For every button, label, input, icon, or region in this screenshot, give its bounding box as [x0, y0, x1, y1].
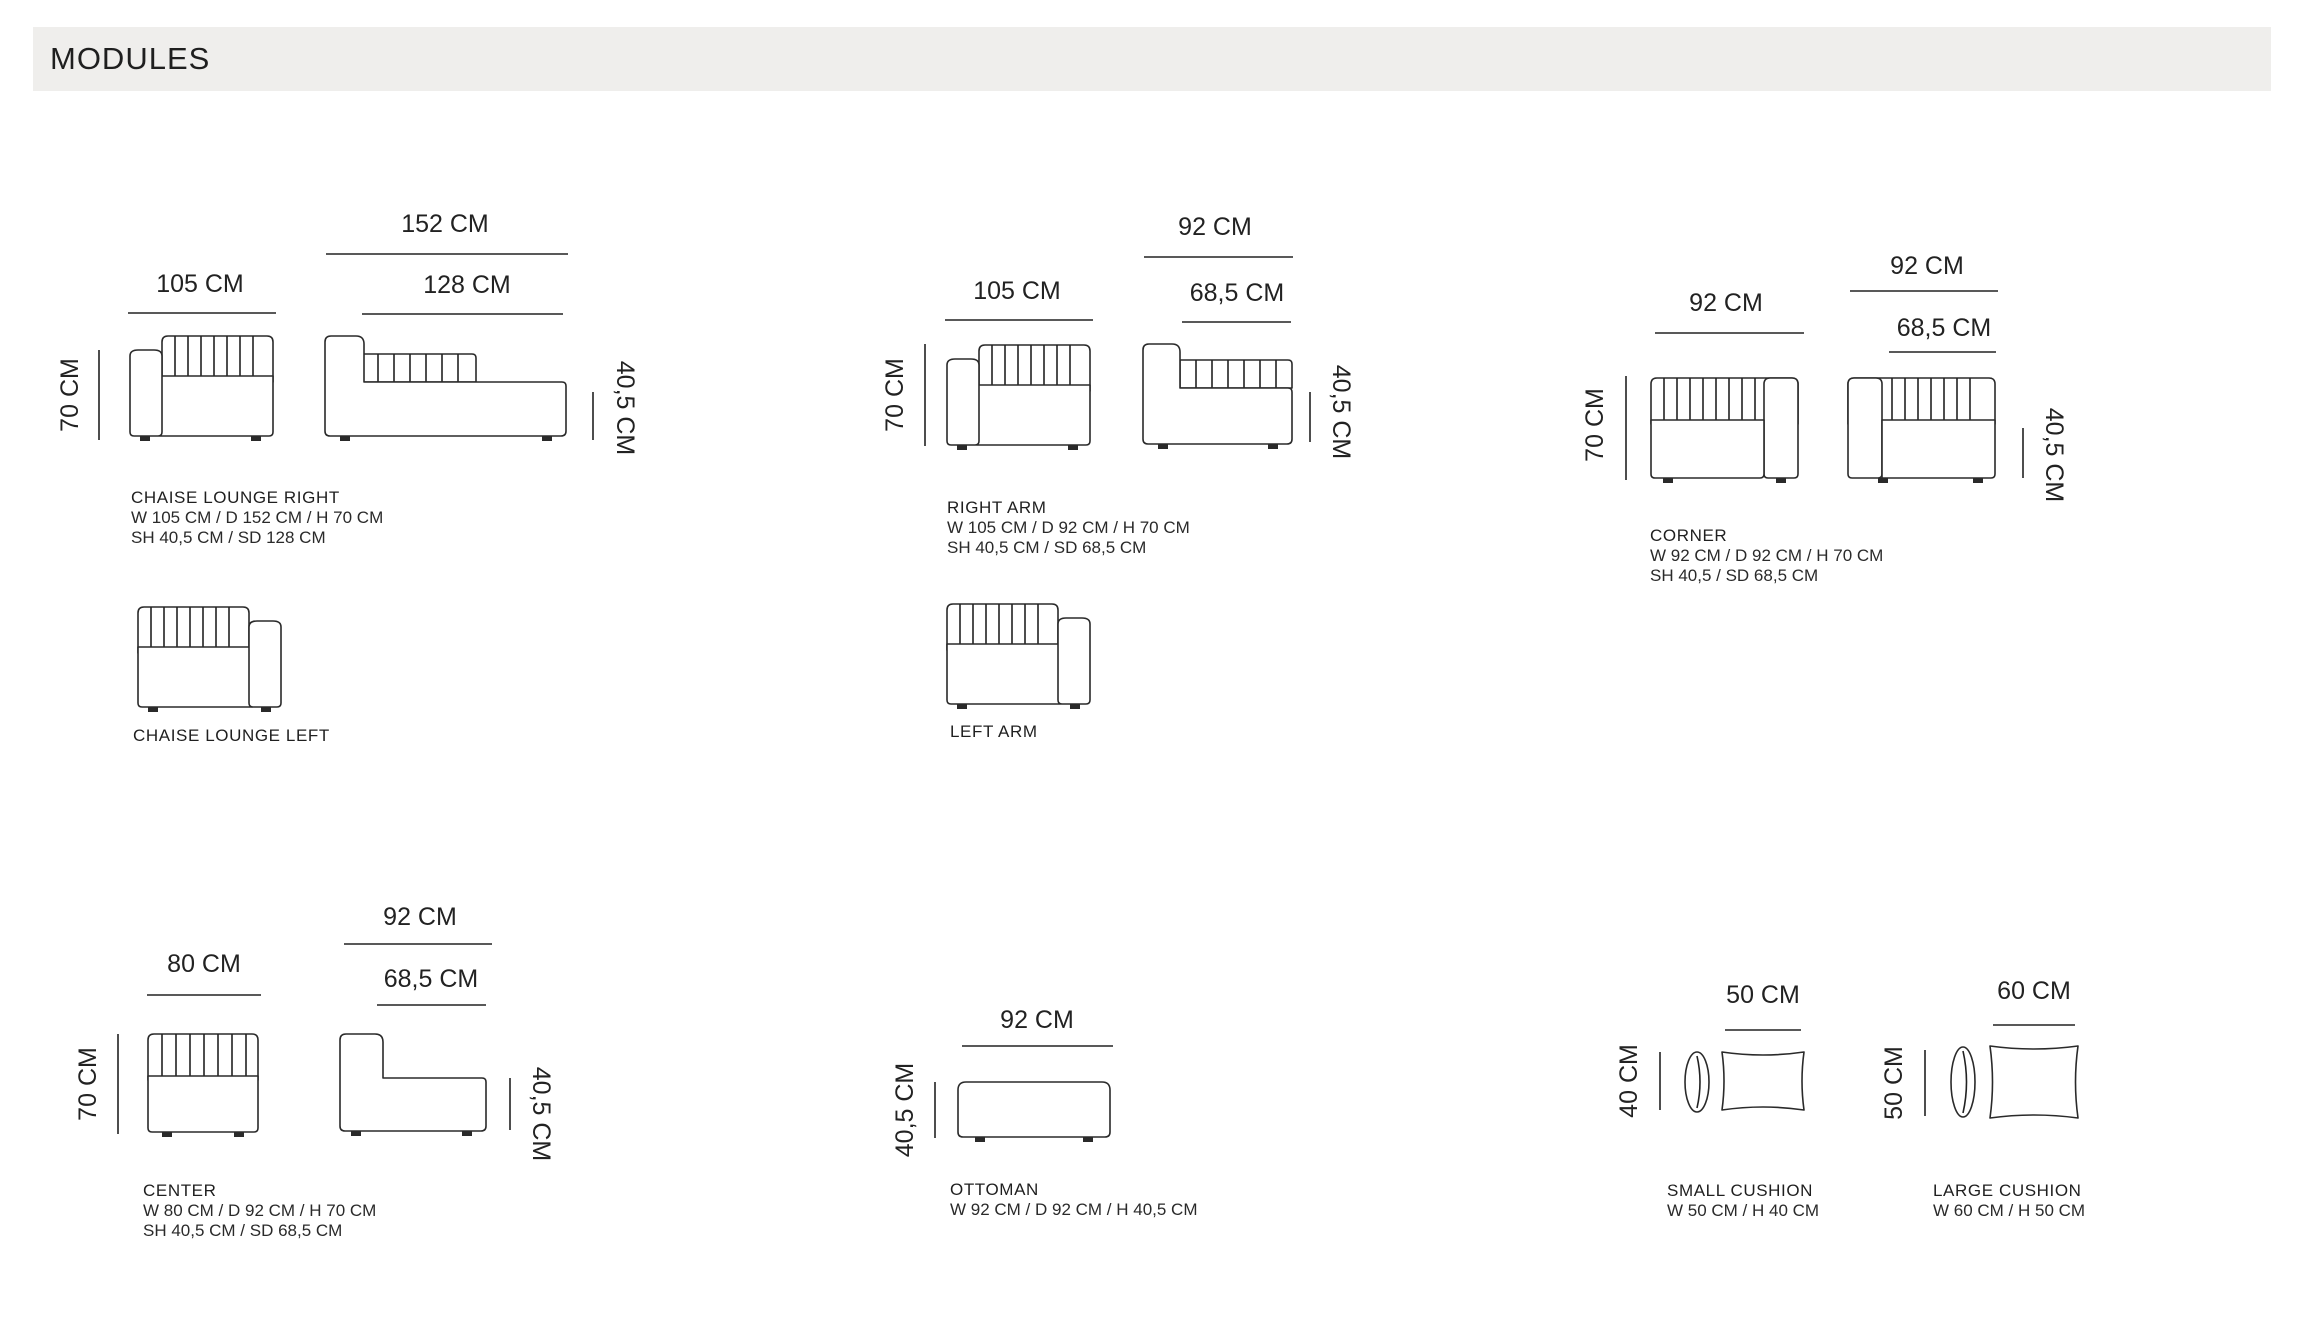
- cushion-front-drawing: [1721, 1051, 1805, 1111]
- front-view-drawing: [957, 1081, 1111, 1142]
- module-title: OTTOMAN: [950, 1180, 1039, 1199]
- front-view-drawing: [147, 1033, 259, 1137]
- height-label: 50 CM: [1880, 1046, 1908, 1120]
- seat-depth-label: 128 CM: [423, 271, 511, 299]
- side-view-drawing: [339, 1033, 487, 1136]
- module-spec-seat: SH 40,5 / SD 68,5 CM: [1650, 566, 1818, 585]
- side-depth-label: 92 CM: [1178, 213, 1252, 241]
- module-title: CHAISE LOUNGE LEFT: [133, 726, 330, 745]
- front-view-drawing: [946, 344, 1091, 451]
- module-title: CENTER: [143, 1181, 217, 1200]
- front-view-drawing: [137, 606, 282, 713]
- seat-height-label: 40,5 CM: [611, 361, 639, 455]
- seat-depth-label: 68,5 CM: [384, 965, 478, 993]
- cushion-front-drawing: [1989, 1045, 2079, 1119]
- side-view-drawing: [324, 335, 567, 441]
- side-depth-label: 92 CM: [1890, 252, 1964, 280]
- module-spec-dimensions: W 92 CM / D 92 CM / H 40,5 CM: [950, 1200, 1198, 1219]
- front-width-label: 105 CM: [156, 270, 244, 298]
- height-label: 40 CM: [1615, 1044, 1643, 1118]
- seat-height-label: 40,5 CM: [2040, 408, 2068, 502]
- side-depth-label: 152 CM: [401, 210, 489, 238]
- module-title: LEFT ARM: [950, 722, 1038, 741]
- height-label: 70 CM: [74, 1047, 102, 1121]
- seat-depth-label: 68,5 CM: [1897, 314, 1991, 342]
- width-label: 50 CM: [1726, 981, 1800, 1009]
- module-title: CORNER: [1650, 526, 1727, 545]
- module-spec-seat: SH 40,5 CM / SD 128 CM: [131, 528, 326, 547]
- width-label: 60 CM: [1997, 977, 2071, 1005]
- module-title: LARGE CUSHION: [1933, 1181, 2082, 1200]
- cushion-side-drawing: [1950, 1046, 1976, 1118]
- module-center: 80 CM 92 CM 68,5 CM 70 CM 40,5 CM CENTER…: [74, 903, 555, 1240]
- module-ottoman: 92 CM 40,5 CM OTTOMAN W 92 CM / D 92 CM …: [891, 1006, 1198, 1219]
- cushion-side-drawing: [1684, 1051, 1710, 1113]
- module-spec-seat: SH 40,5 CM / SD 68,5 CM: [947, 538, 1146, 557]
- module-spec-dimensions: W 50 CM / H 40 CM: [1667, 1201, 1819, 1220]
- module-spec-dimensions: W 105 CM / D 152 CM / H 70 CM: [131, 508, 383, 527]
- module-small-cushion: 50 CM 40 CM SMALL CUSHION W 50 CM / H 40…: [1615, 981, 1819, 1220]
- seat-height-label: 40,5 CM: [1327, 365, 1355, 459]
- front-view-drawing: [1650, 377, 1799, 483]
- module-spec-seat: SH 40,5 CM / SD 68,5 CM: [143, 1221, 342, 1240]
- height-label: 70 CM: [1581, 388, 1609, 462]
- side-view-drawing: [1142, 343, 1293, 449]
- module-spec-dimensions: W 60 CM / H 50 CM: [1933, 1201, 2085, 1220]
- module-spec-dimensions: W 105 CM / D 92 CM / H 70 CM: [947, 518, 1190, 537]
- module-spec-dimensions: W 92 CM / D 92 CM / H 70 CM: [1650, 546, 1883, 565]
- module-title: SMALL CUSHION: [1667, 1181, 1813, 1200]
- side-depth-label: 92 CM: [383, 903, 457, 931]
- side-view-drawing: [1847, 377, 1996, 483]
- height-label: 70 CM: [56, 358, 84, 432]
- module-spec-dimensions: W 80 CM / D 92 CM / H 70 CM: [143, 1201, 376, 1220]
- section-header: MODULES: [33, 27, 2271, 91]
- module-large-cushion: 60 CM 50 CM LARGE CUSHION W 60 CM / H 50…: [1880, 977, 2085, 1220]
- seat-height-label: 40,5 CM: [527, 1067, 555, 1161]
- module-right-arm: 105 CM 92 CM 68,5 CM 70 CM 40,5 CM RIGHT…: [881, 213, 1355, 557]
- module-title: RIGHT ARM: [947, 498, 1047, 517]
- module-chaise-lounge-right: 105 CM 152 CM 128 CM 70 CM 40,5 CM CHAIS…: [56, 210, 639, 547]
- module-corner: 92 CM 92 CM 68,5 CM 70 CM 40,5 CM CORNER…: [1581, 252, 2068, 585]
- module-left-arm: LEFT ARM: [946, 603, 1091, 741]
- height-label: 70 CM: [881, 358, 909, 432]
- front-width-label: 80 CM: [167, 950, 241, 978]
- seat-depth-label: 68,5 CM: [1190, 279, 1284, 307]
- front-width-label: 92 CM: [1689, 289, 1763, 317]
- front-view-drawing: [129, 335, 274, 442]
- height-label: 40,5 CM: [891, 1063, 919, 1157]
- section-title: MODULES: [50, 41, 211, 76]
- module-chaise-lounge-left: CHAISE LOUNGE LEFT: [133, 606, 330, 745]
- front-view-drawing: [946, 603, 1091, 710]
- module-title: CHAISE LOUNGE RIGHT: [131, 488, 340, 507]
- width-label: 92 CM: [1000, 1006, 1074, 1034]
- front-width-label: 105 CM: [973, 277, 1061, 305]
